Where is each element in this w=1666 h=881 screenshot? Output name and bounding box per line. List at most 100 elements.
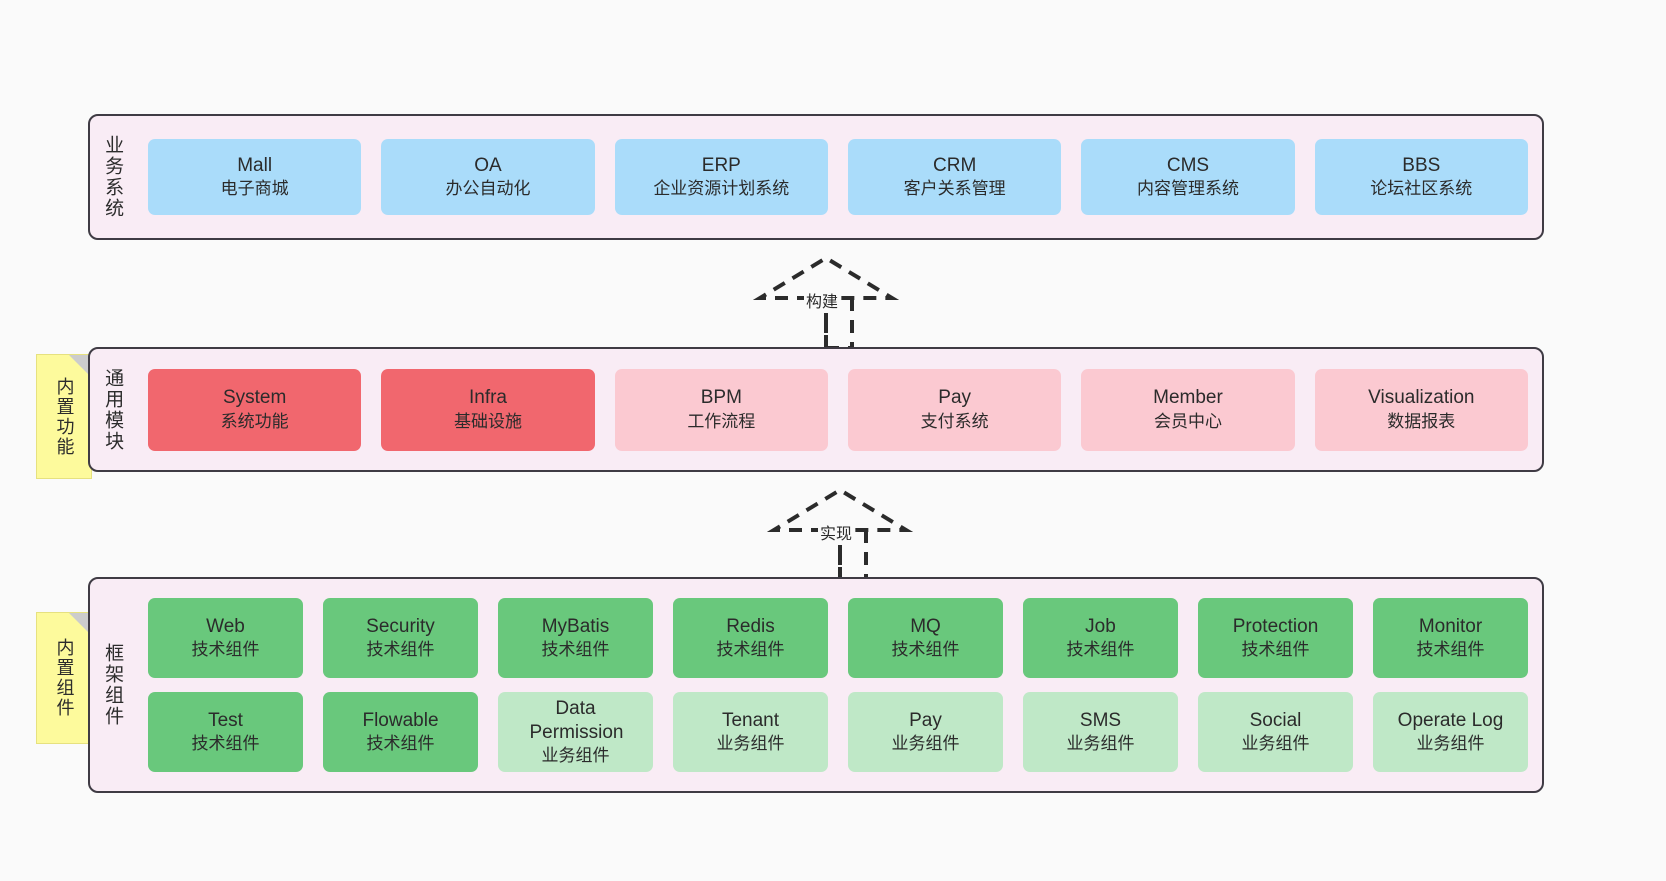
card-title: SMS <box>1079 709 1122 731</box>
card-member[interactable]: Member 会员中心 <box>1081 368 1295 451</box>
card-tenant[interactable]: Tenant 业务组件 <box>673 692 828 772</box>
card-subtitle: 企业资源计划系统 <box>653 179 790 199</box>
card-title: MyBatis <box>541 615 610 637</box>
build-arrow: 构建 <box>752 255 906 350</box>
note-fold-icon <box>69 355 91 377</box>
card-mq[interactable]: MQ 技术组件 <box>848 598 1003 678</box>
card-subtitle: 技术组件 <box>716 640 785 660</box>
card-title: Infra <box>468 387 507 409</box>
card-erp[interactable]: ERP 企业资源计划系统 <box>614 139 828 215</box>
card-subtitle: 业务组件 <box>1066 734 1135 754</box>
implement-arrow: 实现 <box>766 487 920 582</box>
layer-label-common-modules: 通用模块 <box>102 367 124 452</box>
card-subtitle: 会员中心 <box>1153 411 1222 431</box>
card-title: Test <box>208 709 243 731</box>
card-title: BBS <box>1402 154 1441 176</box>
card-job[interactable]: Job 技术组件 <box>1023 598 1178 678</box>
card-title: ERP <box>701 154 741 176</box>
card-title: System <box>222 387 287 409</box>
card-subtitle: 数据报表 <box>1387 411 1456 431</box>
build-arrow-label: 构建 <box>804 288 841 312</box>
card-subtitle: 技术组件 <box>1066 640 1135 660</box>
card-pay-component[interactable]: Pay 业务组件 <box>848 692 1003 772</box>
card-mall[interactable]: Mall 电子商城 <box>148 139 362 215</box>
card-security[interactable]: Security 技术组件 <box>323 598 478 678</box>
layer-panel-framework-components: 框架组件 Web 技术组件 Security 技术组件 MyBatis 技术组件… <box>88 577 1544 793</box>
card-row: Test 技术组件 Flowable 技术组件 Data Permission … <box>148 692 1528 772</box>
card-web[interactable]: Web 技术组件 <box>148 598 303 678</box>
card-monitor[interactable]: Monitor 技术组件 <box>1373 598 1528 678</box>
card-title: Social <box>1249 709 1302 731</box>
layer-panel-business: 业务系统 Mall 电子商城 OA 办公自动化 ERP 企业资源计划系统 CRM… <box>88 114 1544 240</box>
layer-body-common-modules: System 系统功能 Infra 基础设施 BPM 工作流程 Pay 支付系统… <box>134 349 1542 470</box>
card-subtitle: 技术组件 <box>541 640 610 660</box>
card-bbs[interactable]: BBS 论坛社区系统 <box>1314 139 1528 215</box>
implement-arrow-label: 实现 <box>818 520 855 544</box>
card-row: System 系统功能 Infra 基础设施 BPM 工作流程 Pay 支付系统… <box>148 368 1528 451</box>
card-title: Security <box>366 615 435 637</box>
builtin-features-note: 内置功能 <box>36 354 92 479</box>
card-protection[interactable]: Protection 技术组件 <box>1198 598 1353 678</box>
card-subtitle: 办公自动化 <box>445 179 531 199</box>
card-social[interactable]: Social 业务组件 <box>1198 692 1353 772</box>
card-subtitle: 业务组件 <box>1416 734 1485 754</box>
layer-body-business: Mall 电子商城 OA 办公自动化 ERP 企业资源计划系统 CRM 客户关系… <box>134 116 1542 238</box>
card-subtitle: 系统功能 <box>220 411 289 431</box>
card-title: CMS <box>1166 154 1210 176</box>
card-subtitle: 技术组件 <box>1241 640 1310 660</box>
card-operate-log[interactable]: Operate Log 业务组件 <box>1373 692 1528 772</box>
card-title: CRM <box>933 154 977 176</box>
card-bpm[interactable]: BPM 工作流程 <box>614 368 828 451</box>
card-title: MQ <box>910 615 941 637</box>
card-cms[interactable]: CMS 内容管理系统 <box>1081 139 1295 215</box>
layer-panel-common-modules: 通用模块 System 系统功能 Infra 基础设施 BPM 工作流程 Pay… <box>88 347 1544 472</box>
card-subtitle: 技术组件 <box>891 640 960 660</box>
card-subtitle: 业务组件 <box>1241 734 1310 754</box>
card-row: Web 技术组件 Security 技术组件 MyBatis 技术组件 Redi… <box>148 598 1528 678</box>
card-title: Monitor <box>1418 615 1483 637</box>
card-data-permission[interactable]: Data Permission 业务组件 <box>498 692 653 772</box>
card-title: Mall <box>237 154 273 176</box>
card-flowable[interactable]: Flowable 技术组件 <box>323 692 478 772</box>
card-infra[interactable]: Infra 基础设施 <box>381 368 595 451</box>
card-subtitle: 论坛社区系统 <box>1370 179 1473 199</box>
card-title: OA <box>474 154 502 176</box>
card-oa[interactable]: OA 办公自动化 <box>381 139 595 215</box>
card-subtitle: 业务组件 <box>891 734 960 754</box>
note-fold-icon <box>69 613 91 635</box>
card-subtitle: 基础设施 <box>453 411 522 431</box>
card-title: Member <box>1153 387 1223 409</box>
card-subtitle: 技术组件 <box>1416 640 1485 660</box>
card-title: Pay <box>909 709 942 731</box>
card-title: Tenant <box>721 709 780 731</box>
card-sms[interactable]: SMS 业务组件 <box>1023 692 1178 772</box>
card-title: Data Permission <box>529 697 624 744</box>
card-title: Visualization <box>1368 387 1475 409</box>
card-title: Redis <box>726 615 775 637</box>
card-subtitle: 内容管理系统 <box>1136 179 1239 199</box>
card-redis[interactable]: Redis 技术组件 <box>673 598 828 678</box>
card-subtitle: 业务组件 <box>541 746 610 766</box>
card-crm[interactable]: CRM 客户关系管理 <box>847 139 1062 215</box>
card-pay[interactable]: Pay 支付系统 <box>847 368 1062 451</box>
layer-body-framework-components: Web 技术组件 Security 技术组件 MyBatis 技术组件 Redi… <box>134 579 1542 791</box>
note-label: 内置功能 <box>54 376 75 457</box>
card-title: Operate Log <box>1397 709 1504 731</box>
card-mybatis[interactable]: MyBatis 技术组件 <box>498 598 653 678</box>
card-title: Job <box>1085 615 1116 637</box>
layer-label-business: 业务系统 <box>102 135 124 219</box>
card-title: Flowable <box>362 709 439 731</box>
note-label: 内置组件 <box>54 638 75 718</box>
card-title: BPM <box>700 387 742 409</box>
card-subtitle: 技术组件 <box>366 734 435 754</box>
card-subtitle: 技术组件 <box>191 640 260 660</box>
card-test[interactable]: Test 技术组件 <box>148 692 303 772</box>
builtin-components-note: 内置组件 <box>36 612 92 744</box>
layer-label-framework-components: 框架组件 <box>102 643 124 727</box>
card-system[interactable]: System 系统功能 <box>148 368 362 451</box>
card-subtitle: 支付系统 <box>920 411 989 431</box>
card-subtitle: 技术组件 <box>366 640 435 660</box>
card-subtitle: 业务组件 <box>716 734 785 754</box>
card-visualization[interactable]: Visualization 数据报表 <box>1314 368 1528 451</box>
